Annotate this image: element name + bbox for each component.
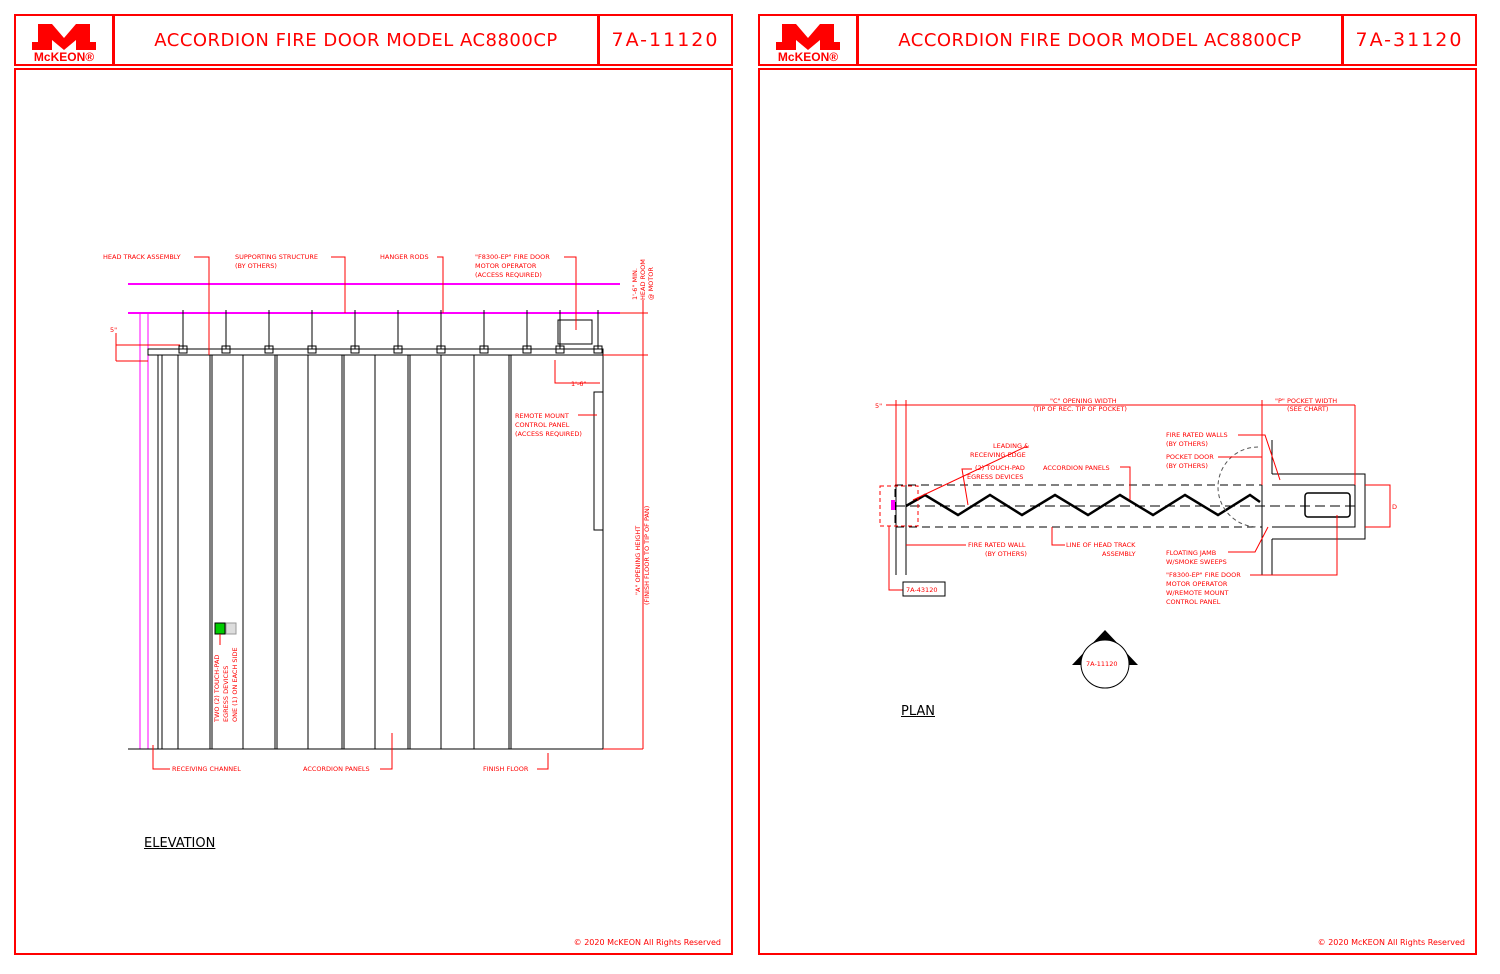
svg-text:CONTROL PANEL: CONTROL PANEL (515, 421, 570, 429)
svg-text:FIRE RATED WALLS: FIRE RATED WALLS (1166, 431, 1228, 439)
plan-drawing: 7A-43120 5" "C" OPENING WIDTH (TIP OF RE… (875, 397, 1397, 689)
svg-text:"F8300-EP" FIRE DOOR: "F8300-EP" FIRE DOOR (1166, 571, 1241, 579)
svg-text:LINE OF HEAD TRACK: LINE OF HEAD TRACK (1066, 541, 1136, 549)
drawing-frame: PLAN © 2020 McKEON All Rights Reserved (758, 68, 1477, 955)
svg-text:D: D (1392, 503, 1397, 511)
trolley (307, 345, 317, 354)
svg-text:(TIP OF REC. TIP OF POCKET): (TIP OF REC. TIP OF POCKET) (1033, 405, 1127, 413)
svg-text:FLOATING JAMB: FLOATING JAMB (1166, 549, 1216, 557)
svg-text:(FINISH FLOOR TO TIP OF PAN): (FINISH FLOOR TO TIP OF PAN) (643, 506, 651, 605)
svg-text:W/SMOKE SWEEPS: W/SMOKE SWEEPS (1166, 558, 1227, 566)
svg-text:5": 5" (875, 402, 882, 410)
svg-text:(BY OTHERS): (BY OTHERS) (235, 262, 277, 270)
svg-text:EGRESS DEVICES: EGRESS DEVICES (222, 666, 230, 722)
section-marker[interactable]: 7A-11120 (1072, 630, 1138, 689)
trolley (178, 345, 188, 354)
trolley (593, 345, 603, 354)
trolley (436, 345, 446, 354)
mckeon-logo: McKEON® (16, 16, 115, 64)
svg-text:7A-11120: 7A-11120 (1086, 660, 1117, 668)
svg-text:7A-43120: 7A-43120 (906, 586, 937, 594)
svg-text:(2) TOUCH-PAD: (2) TOUCH-PAD (975, 464, 1025, 472)
mckeon-logo: McKEON® (760, 16, 859, 64)
svg-text:(BY OTHERS): (BY OTHERS) (1166, 462, 1208, 470)
svg-text:(BY OTHERS): (BY OTHERS) (985, 550, 1027, 558)
trolley (555, 345, 565, 354)
svg-text:"P" POCKET WIDTH: "P" POCKET WIDTH (1275, 397, 1337, 405)
view-label: ELEVATION (144, 836, 216, 851)
svg-text:ONE (1) ON EACH SIDE: ONE (1) ON EACH SIDE (231, 647, 239, 722)
svg-text:McKEON®: McKEON® (34, 50, 94, 64)
svg-text:(ACCESS REQUIRED): (ACCESS REQUIRED) (515, 430, 582, 438)
svg-text:RECEIVING EDGE: RECEIVING EDGE (970, 451, 1026, 459)
svg-text:HANGER RODS: HANGER RODS (380, 253, 429, 261)
detail-callout[interactable] (902, 581, 946, 597)
trolley (522, 345, 532, 354)
svg-text:ASSEMBLY: ASSEMBLY (1102, 550, 1136, 558)
copyright: © 2020 McKEON All Rights Reserved (1317, 938, 1465, 947)
sheet-plan: McKEON® ACCORDION FIRE DOOR MODEL AC8800… (758, 14, 1477, 955)
svg-text:5": 5" (110, 326, 117, 334)
svg-text:McKEON®: McKEON® (778, 50, 838, 64)
title-block: McKEON® ACCORDION FIRE DOOR MODEL AC8800… (14, 14, 733, 66)
view-label: PLAN (901, 704, 935, 719)
svg-text:ACCORDION PANELS: ACCORDION PANELS (303, 765, 370, 773)
svg-text:(BY OTHERS): (BY OTHERS) (1166, 440, 1208, 448)
trolley (264, 345, 274, 354)
drawing-number: 7A-11120 (611, 29, 720, 51)
svg-text:"C" OPENING WIDTH: "C" OPENING WIDTH (1050, 397, 1117, 405)
svg-text:@ MOTOR: @ MOTOR (647, 267, 655, 300)
svg-text:FIRE RATED WALL: FIRE RATED WALL (968, 541, 1026, 549)
drawing-title: ACCORDION FIRE DOOR MODEL AC8800CP (115, 16, 600, 64)
svg-text:RECEIVING CHANNEL: RECEIVING CHANNEL (172, 765, 241, 773)
drawing-number: 7A-31120 (1355, 29, 1464, 51)
sheet-elevation: McKEON® ACCORDION FIRE DOOR MODEL AC8800… (14, 14, 733, 955)
svg-text:1'-6" MIN.: 1'-6" MIN. (631, 268, 639, 300)
svg-text:FINISH FLOOR: FINISH FLOOR (483, 765, 529, 773)
svg-text:HEAD TRACK ASSEMBLY: HEAD TRACK ASSEMBLY (103, 253, 181, 261)
svg-text:CONTROL PANEL: CONTROL PANEL (1166, 598, 1221, 606)
title-block: McKEON® ACCORDION FIRE DOOR MODEL AC8800… (758, 14, 1477, 66)
trolley (479, 345, 489, 354)
drawing-title: ACCORDION FIRE DOOR MODEL AC8800CP (859, 16, 1344, 64)
trolley (221, 345, 231, 354)
trolley (350, 345, 360, 354)
svg-text:REMOTE MOUNT: REMOTE MOUNT (515, 412, 569, 420)
svg-text:POCKET DOOR: POCKET DOOR (1166, 453, 1214, 461)
svg-text:HEAD ROOM: HEAD ROOM (639, 259, 647, 300)
svg-text:(ACCESS REQUIRED): (ACCESS REQUIRED) (475, 271, 542, 279)
svg-text:MOTOR OPERATOR: MOTOR OPERATOR (475, 262, 537, 270)
svg-text:SUPPORTING STRUCTURE: SUPPORTING STRUCTURE (235, 253, 318, 261)
svg-text:MOTOR OPERATOR: MOTOR OPERATOR (1166, 580, 1228, 588)
svg-text:"F8300-EP" FIRE DOOR: "F8300-EP" FIRE DOOR (475, 253, 550, 261)
svg-text:W/REMOTE MOUNT: W/REMOTE MOUNT (1166, 589, 1228, 597)
drawing-frame: ELEVATION © 2020 McKEON All Rights Reser… (14, 68, 733, 955)
svg-text:ACCORDION PANELS: ACCORDION PANELS (1043, 464, 1110, 472)
svg-text:1'-6": 1'-6" (571, 380, 586, 388)
svg-text:(SEE CHART): (SEE CHART) (1287, 405, 1328, 413)
svg-text:"A" OPENING HEIGHT: "A" OPENING HEIGHT (634, 526, 642, 595)
elevation-drawing: HEAD TRACK ASSEMBLY SUPPORTING STRUCTURE… (103, 253, 655, 773)
trolley (393, 345, 403, 354)
svg-text:TWO (2) TOUCH-PAD: TWO (2) TOUCH-PAD (213, 655, 221, 723)
svg-text:LEADING &: LEADING & (993, 442, 1029, 450)
svg-text:EGRESS DEVICES: EGRESS DEVICES (967, 473, 1023, 481)
copyright: © 2020 McKEON All Rights Reserved (573, 938, 721, 947)
